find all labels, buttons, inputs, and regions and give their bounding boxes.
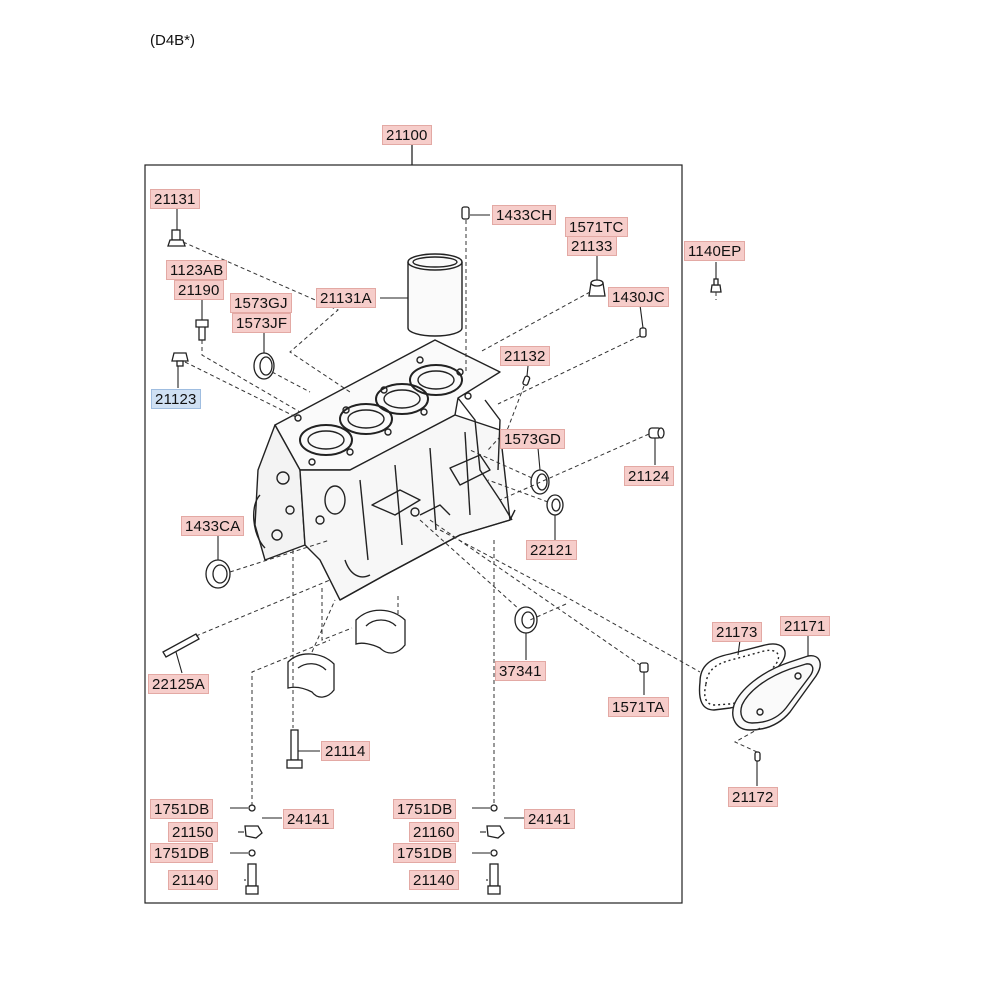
part-label-21131[interactable]: 21131 [150, 189, 200, 209]
part-label-1571ta[interactable]: 1571TA [608, 697, 669, 717]
bolt-1140ep-drawing [710, 278, 722, 293]
part-label-22125a[interactable]: 22125A [148, 674, 209, 694]
part-label-1433ch[interactable]: 1433CH [492, 205, 557, 225]
bolt-21140-left-drawing [245, 863, 259, 895]
pin-21172-drawing [754, 751, 761, 762]
oil-jet-21160-drawing [486, 825, 505, 839]
oil-jet-21150-drawing [244, 825, 263, 839]
stud-22125a-drawing [162, 633, 200, 658]
bolt-21190-drawing [195, 319, 209, 341]
bearing-cap-rear-drawing [355, 609, 406, 654]
part-label-21190[interactable]: 21190 [174, 280, 224, 300]
part-label-1573jf[interactable]: 1573JF [232, 313, 292, 333]
plug-21131-drawing [167, 229, 186, 247]
part-label-21100[interactable]: 21100 [382, 125, 432, 145]
part-label-1571tc[interactable]: 1571TC [565, 217, 628, 237]
part-label-1751db-left-2[interactable]: 1751DB [150, 843, 214, 863]
washer-1751db-left-2 [248, 849, 256, 857]
part-label-21123[interactable]: 21123 [151, 389, 201, 409]
part-label-1433ca[interactable]: 1433CA [181, 516, 245, 536]
engine-code: (D4B*) [150, 32, 196, 49]
bushing-22121-drawing [546, 494, 564, 516]
cap-plug-1573gj-drawing [253, 352, 275, 380]
plug-21123-drawing [171, 352, 189, 367]
part-label-1123ab[interactable]: 1123AB [166, 260, 228, 280]
part-label-1140ep[interactable]: 1140EP [684, 241, 746, 261]
seal-1433ca-drawing [205, 559, 231, 589]
seal-37341-drawing [514, 606, 538, 634]
pin-21132-drawing [522, 375, 531, 386]
bolt-21140-right-drawing [487, 863, 501, 895]
part-label-24141-right[interactable]: 24141 [524, 809, 575, 829]
washer-1751db-right-2 [490, 849, 498, 857]
diagram-frame [144, 164, 683, 904]
part-label-22121[interactable]: 22121 [526, 540, 577, 560]
cover-21171-drawing [732, 655, 821, 731]
part-label-21173[interactable]: 21173 [712, 622, 762, 642]
part-label-21172[interactable]: 21172 [728, 787, 778, 807]
part-label-21140-left[interactable]: 21140 [168, 870, 218, 890]
part-label-1751db-right-2[interactable]: 1751DB [393, 843, 457, 863]
bearing-cap-front-drawing [287, 653, 335, 698]
part-label-1573gj[interactable]: 1573GJ [230, 293, 292, 313]
cylinder-liner-drawing [407, 253, 463, 337]
part-label-1751db-right-1[interactable]: 1751DB [393, 799, 457, 819]
pin-21124-drawing [648, 427, 665, 439]
cylinder-block-drawing [253, 339, 516, 601]
part-label-1751db-left-1[interactable]: 1751DB [150, 799, 214, 819]
part-label-21160[interactable]: 21160 [409, 822, 459, 842]
part-label-21140-right[interactable]: 21140 [409, 870, 459, 890]
part-label-24141-left[interactable]: 24141 [283, 809, 334, 829]
plug-1433ch-drawing [461, 206, 470, 220]
part-label-21133[interactable]: 21133 [567, 236, 617, 256]
part-label-21114[interactable]: 21114 [321, 741, 370, 761]
part-label-1430jc[interactable]: 1430JC [608, 287, 669, 307]
part-label-21132[interactable]: 21132 [500, 346, 550, 366]
part-label-1573gd[interactable]: 1573GD [500, 429, 566, 449]
part-label-21131a[interactable]: 21131A [316, 288, 376, 308]
pin-1571ta-drawing [639, 662, 649, 673]
part-label-21124[interactable]: 21124 [624, 466, 674, 486]
bolt-21114-drawing [286, 729, 303, 769]
part-label-37341[interactable]: 37341 [495, 661, 546, 681]
pin-1430jc-drawing [639, 327, 647, 338]
part-label-21150[interactable]: 21150 [168, 822, 218, 842]
washer-1751db-right-1 [490, 804, 498, 812]
part-label-21171[interactable]: 21171 [780, 616, 830, 636]
plug-21133-drawing [588, 279, 606, 297]
